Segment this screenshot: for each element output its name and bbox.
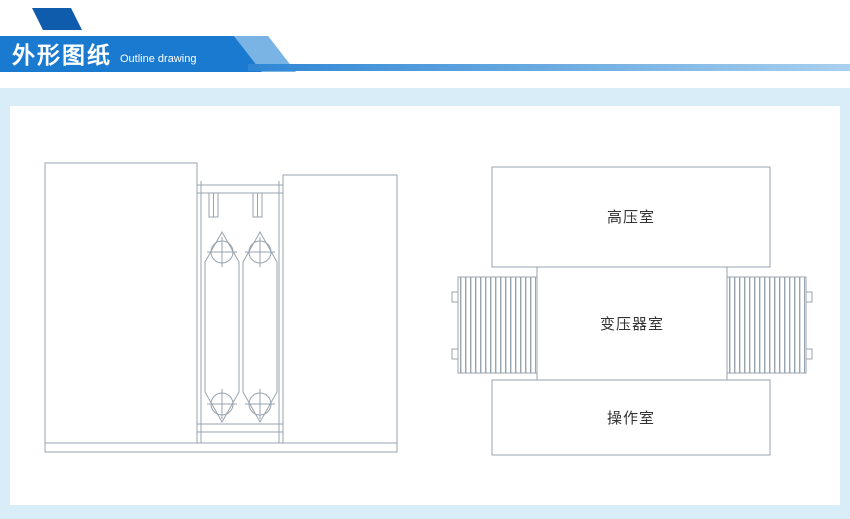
- outline-drawing-svg: 高压室 变压器室 操作室: [44, 162, 813, 456]
- page-title: 外形图纸: [12, 42, 112, 68]
- room-operation: [491, 379, 771, 456]
- door-panel-1: [204, 230, 240, 424]
- radiator-left: [451, 276, 538, 374]
- page-header: 外形图纸 Outline drawing: [0, 0, 850, 88]
- top-beam: [196, 184, 284, 194]
- page-subtitle: Outline drawing: [120, 53, 197, 65]
- plan-view-drawing: 高压室 变压器室 操作室: [451, 166, 813, 456]
- left-cabinet: [44, 162, 198, 444]
- header-banner: 外形图纸 Outline drawing: [0, 36, 262, 72]
- room-label-high-voltage: 高压室: [607, 209, 655, 226]
- lifting-circles: [207, 237, 275, 419]
- header-underline: [248, 64, 850, 71]
- front-view-drawing: [44, 162, 398, 453]
- radiator-right: [726, 276, 813, 374]
- door-panel-2: [242, 230, 278, 424]
- drawing-panel: 高压室 变压器室 操作室: [10, 106, 840, 505]
- header-accent-shape: [32, 8, 82, 30]
- right-cabinet: [282, 174, 398, 444]
- base-plate: [44, 442, 398, 453]
- room-label-operation: 操作室: [607, 410, 655, 427]
- room-label-transformer: 变压器室: [600, 316, 664, 333]
- content-area: 高压室 变压器室 操作室: [0, 88, 850, 519]
